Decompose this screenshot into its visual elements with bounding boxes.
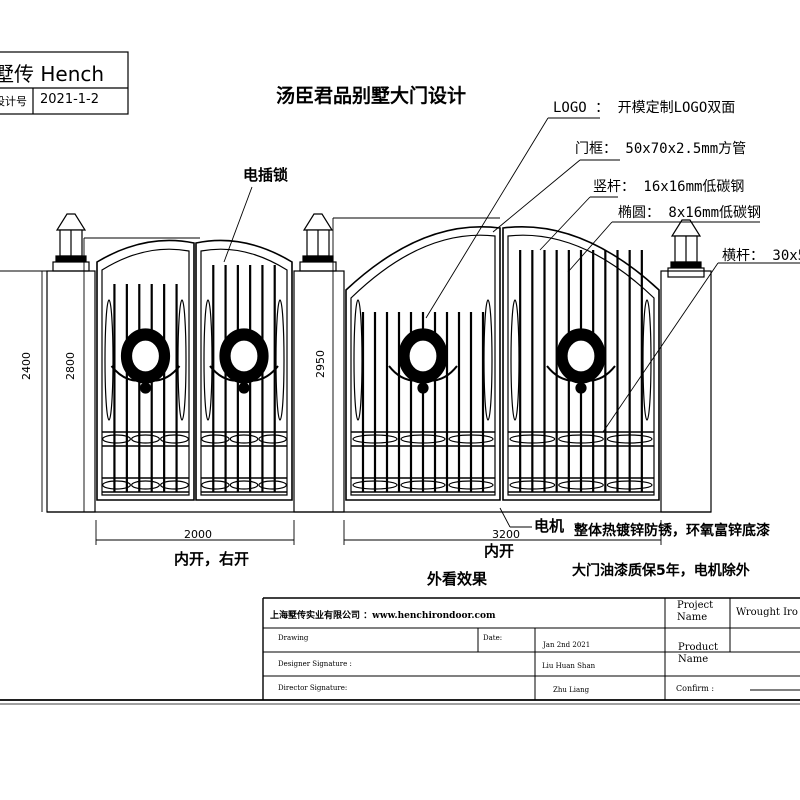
dim-total-height: 2400 [20, 352, 33, 380]
lantern [52, 213, 90, 272]
drawing-title: 汤臣君品别墅大门设计 [276, 85, 467, 107]
callout-warranty: 大门油漆质保5年，电机除外 [572, 563, 750, 579]
big-gate-right-leaf [502, 226, 660, 501]
lantern [667, 219, 705, 278]
tb-designer-value: Liu Huan Shan [542, 662, 596, 670]
callout-motor: 电机 [534, 517, 565, 535]
leader-lines [223, 117, 800, 528]
callout-ellipse: 椭圆： 8x16mm低碳钢 [618, 205, 762, 221]
tb-director-label: Director Signature: [278, 684, 348, 692]
dimension-lines [0, 217, 662, 545]
tb-project-name-value: Wrought Iro [736, 607, 798, 618]
dim-left-pillar-height: 2800 [64, 352, 77, 380]
dim-small-gate-width: 2000 [184, 528, 212, 541]
callout-logo: LOGO ： 开模定制LOGO双面 [553, 100, 736, 116]
caption-big-gate: 内开 [484, 542, 515, 560]
dim-right-pillar-height: 2950 [314, 350, 327, 378]
caption-view: 外看效果 [427, 570, 488, 588]
tb-company-line: 上海墅传实业有限公司 ：www.henchirondoor.com [270, 611, 496, 621]
tb-drawing-label: Drawing [278, 634, 309, 642]
tb-product-name-label: Product Name [678, 642, 718, 665]
tb-date-value: Jan 2nd 2021 [543, 641, 591, 649]
header-box [0, 51, 129, 115]
tb-confirm-label: Confirm : [676, 684, 715, 693]
pillars [46, 270, 712, 513]
gate-leaves [96, 226, 660, 501]
pillar-lanterns [52, 213, 705, 278]
callout-frame: 门框： 50x70x2.5mm方管 [575, 141, 747, 157]
big-gate-left-leaf [345, 226, 501, 501]
small-gate-left-leaf [96, 239, 195, 501]
tb-date-label: Date: [483, 634, 503, 642]
company-short-name: 墅传 Hench [0, 62, 105, 86]
callout-upright: 竖杆： 16x16mm低碳钢 [593, 179, 745, 195]
callout-crossbar: 横杆： 30x5 [722, 248, 800, 264]
caption-small-gate: 内开，右开 [174, 550, 250, 568]
callout-finish: 整体热镀锌防锈，环氧富锌底漆 [574, 523, 770, 539]
small-gate-right-leaf [195, 239, 293, 501]
header-date: 2021-1-2 [40, 92, 100, 107]
tb-director-value: Zhu Liang [553, 686, 590, 694]
tb-project-name-label: Project Name [677, 600, 714, 623]
callout-lock: 电插锁 [243, 166, 289, 184]
lantern [299, 213, 337, 272]
title-block [0, 597, 800, 705]
design-no-label: 设计号 [0, 95, 27, 108]
tb-designer-label: Designer Signature : [278, 660, 352, 668]
dim-big-gate-width: 3200 [492, 528, 520, 541]
